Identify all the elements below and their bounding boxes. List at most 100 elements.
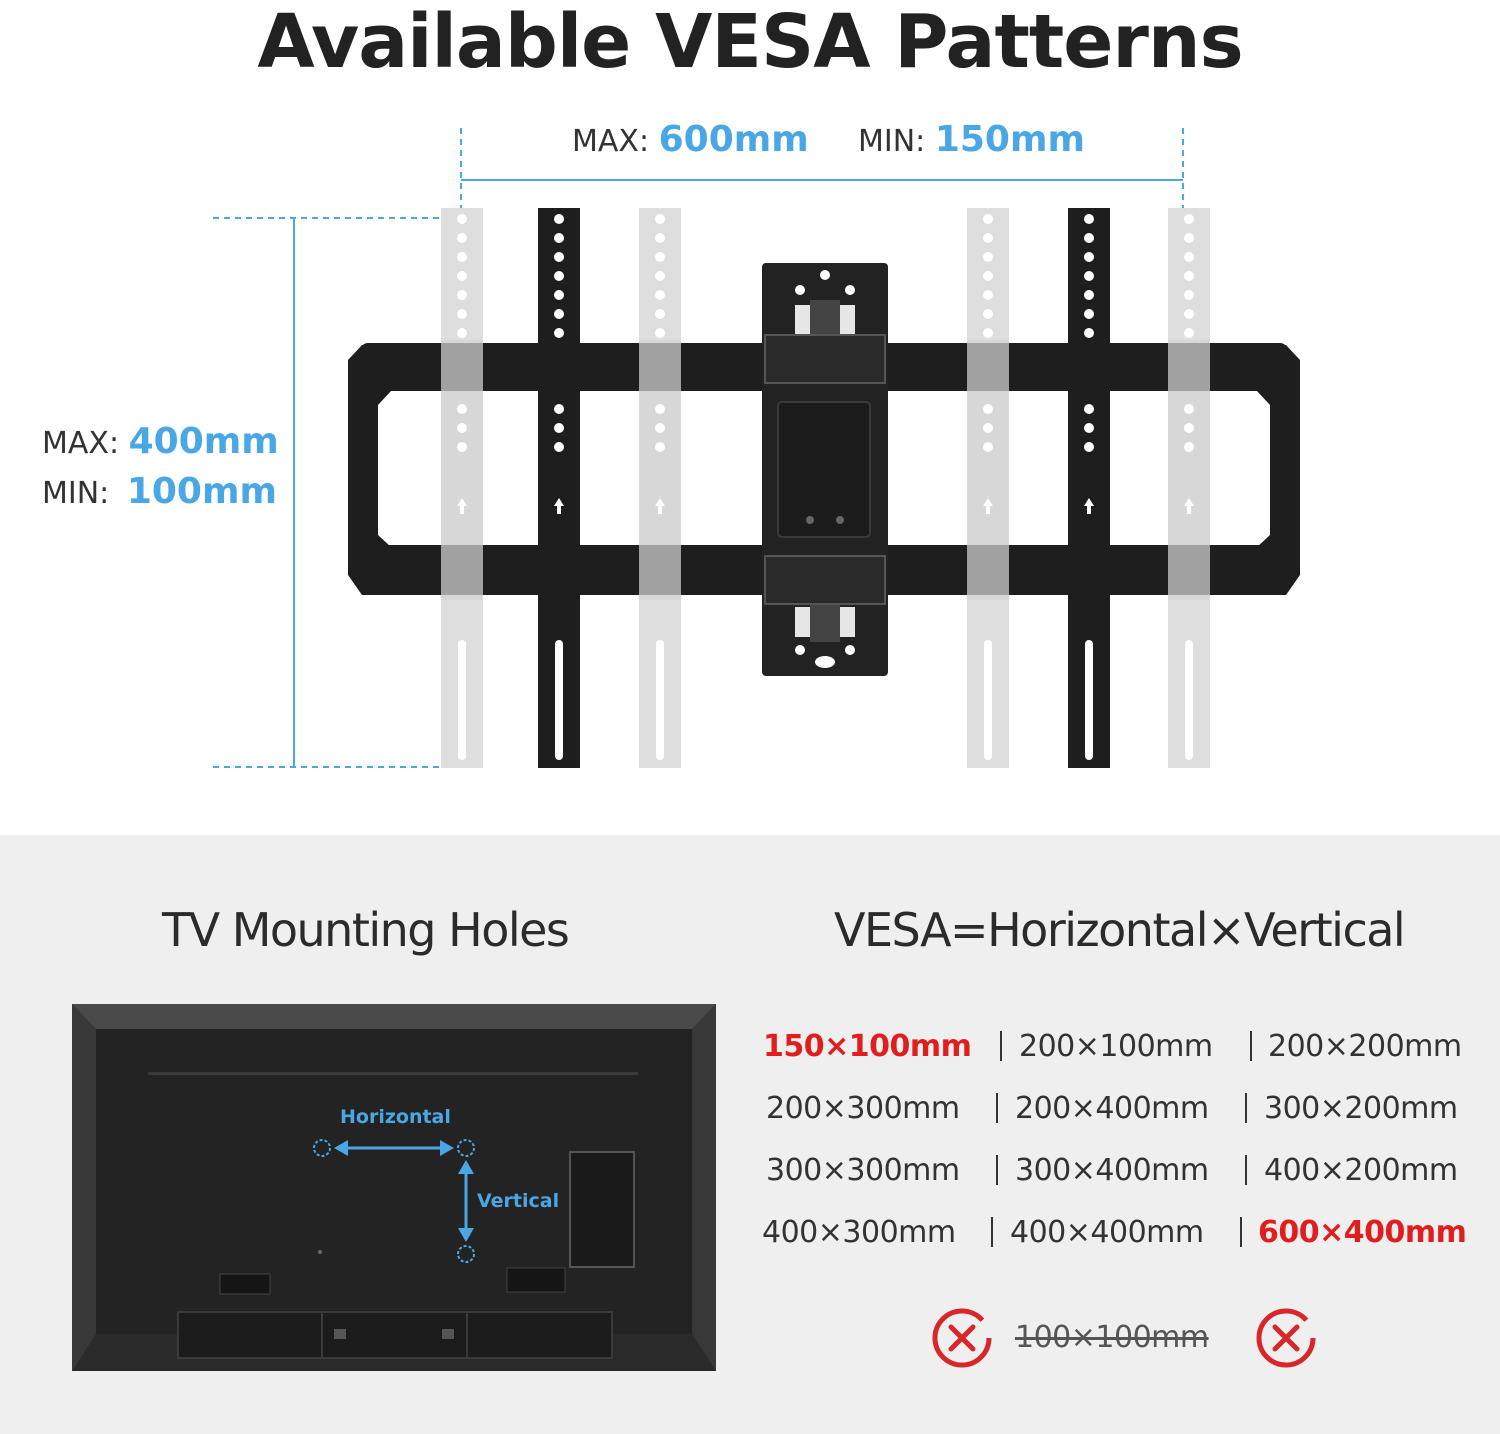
rail-hole [983, 442, 993, 452]
rail-hole [457, 404, 467, 414]
rail-hole [554, 271, 564, 281]
size-item: 200×100mm [1019, 1029, 1213, 1064]
tv-back-illustration: Horizontal Vertical [72, 1004, 716, 1371]
vertical-min-value: 100mm [126, 471, 277, 512]
rail-hole [1184, 328, 1194, 338]
rail-hole [983, 214, 993, 224]
separator [1250, 1031, 1252, 1061]
tv-mounting-holes-title: TV Mounting Holes [162, 903, 570, 957]
rail-slot [458, 640, 466, 760]
vesa-formula-title: VESA=Horizontal×Vertical [834, 903, 1406, 957]
rail-hole [457, 214, 467, 224]
size-item: 400×400mm [1010, 1215, 1204, 1250]
rail-hole [1084, 214, 1094, 224]
rail-hole [554, 233, 564, 243]
rail-hole [655, 309, 665, 319]
size-item: 400×300mm [762, 1215, 956, 1250]
rail-slot [656, 640, 664, 760]
rail-arrow [655, 498, 665, 514]
rail-hole [1084, 290, 1094, 300]
separator [1245, 1155, 1247, 1185]
rail-hole [983, 271, 993, 281]
rail-arrow [1184, 498, 1194, 514]
mount-hole-marks [313, 1139, 475, 1263]
horizontal-label: Horizontal [340, 1106, 451, 1128]
rail-hole [1084, 271, 1094, 281]
horizontal-max-label: MAX: [572, 124, 650, 159]
not-supported-icon [931, 1307, 993, 1369]
rail-hole [457, 442, 467, 452]
vertical-label: Vertical [477, 1190, 560, 1212]
horizontal-max: MAX: 600mm [572, 122, 809, 160]
size-item: 200×400mm [1015, 1091, 1209, 1126]
mount-bracket-illustration [213, 128, 1300, 768]
size-item: 300×200mm [1264, 1091, 1458, 1126]
rail-hole [1084, 309, 1094, 319]
rail-slot [984, 640, 992, 760]
rail-hole [1084, 328, 1094, 338]
size-row: 200×300mm 200×400mm 300×200mm [760, 1087, 1480, 1149]
rail-hole [1084, 252, 1094, 262]
center-plate [762, 263, 888, 676]
rail-slot [555, 640, 563, 760]
rail-hole [1184, 309, 1194, 319]
vertical-max-value: 400mm [128, 421, 279, 462]
rail-hole [554, 214, 564, 224]
horizontal-min-label: MIN: [858, 124, 926, 159]
rail-holes [457, 214, 1194, 760]
rail-hole [655, 214, 665, 224]
page-title: Available VESA Patterns [257, 0, 1243, 85]
size-item: 300×400mm [1015, 1153, 1209, 1188]
rail-arrow [457, 498, 467, 514]
rail-hole [457, 271, 467, 281]
vertical-max-label: MAX: [42, 426, 120, 461]
size-row: 300×300mm 300×400mm 400×200mm [760, 1149, 1480, 1211]
rail-hole [554, 404, 564, 414]
dimension-guides [213, 128, 1184, 768]
size-item: 200×200mm [1268, 1029, 1462, 1064]
rail-hole [554, 328, 564, 338]
rail-hole [655, 271, 665, 281]
rail-hole [1184, 252, 1194, 262]
rail-hole [1084, 233, 1094, 243]
rail-hole [457, 290, 467, 300]
rail-hole [655, 252, 665, 262]
rail-hole [1184, 271, 1194, 281]
rail-hole [1084, 442, 1094, 452]
rail-hole [983, 423, 993, 433]
rail-hole [655, 233, 665, 243]
separator [1000, 1031, 1002, 1061]
rail-hole [457, 423, 467, 433]
rail-slot [1085, 640, 1093, 760]
rail-hole [1184, 290, 1194, 300]
separator [991, 1217, 993, 1247]
rail-hole [655, 290, 665, 300]
rail-hole [983, 252, 993, 262]
rail-hole [554, 309, 564, 319]
size-item: 300×300mm [766, 1153, 960, 1188]
size-row: 150×100mm 200×100mm 200×200mm [760, 1025, 1480, 1087]
ghost-rails-front [441, 340, 1210, 600]
rail-hole [983, 404, 993, 414]
size-item: 600×400mm [1258, 1215, 1467, 1250]
not-supported-icon [1255, 1307, 1317, 1369]
separator [996, 1155, 998, 1185]
rail-hole [655, 442, 665, 452]
vertical-min-label: MIN: [42, 476, 110, 511]
rail-arrow [983, 498, 993, 514]
size-item: 150×100mm [763, 1029, 972, 1064]
rail-hole [655, 328, 665, 338]
rail-hole [1084, 404, 1094, 414]
horizontal-max-value: 600mm [658, 119, 809, 160]
rail-hole [554, 290, 564, 300]
separator [996, 1093, 998, 1123]
rail-hole [554, 252, 564, 262]
bracket-diagram-panel [0, 0, 1500, 835]
rail-hole [1184, 442, 1194, 452]
rail-hole [457, 233, 467, 243]
size-item: 400×200mm [1264, 1153, 1458, 1188]
rail-hole [655, 423, 665, 433]
rail-hole [1184, 423, 1194, 433]
horizontal-min-value: 150mm [934, 119, 1085, 160]
separator [1240, 1217, 1242, 1247]
